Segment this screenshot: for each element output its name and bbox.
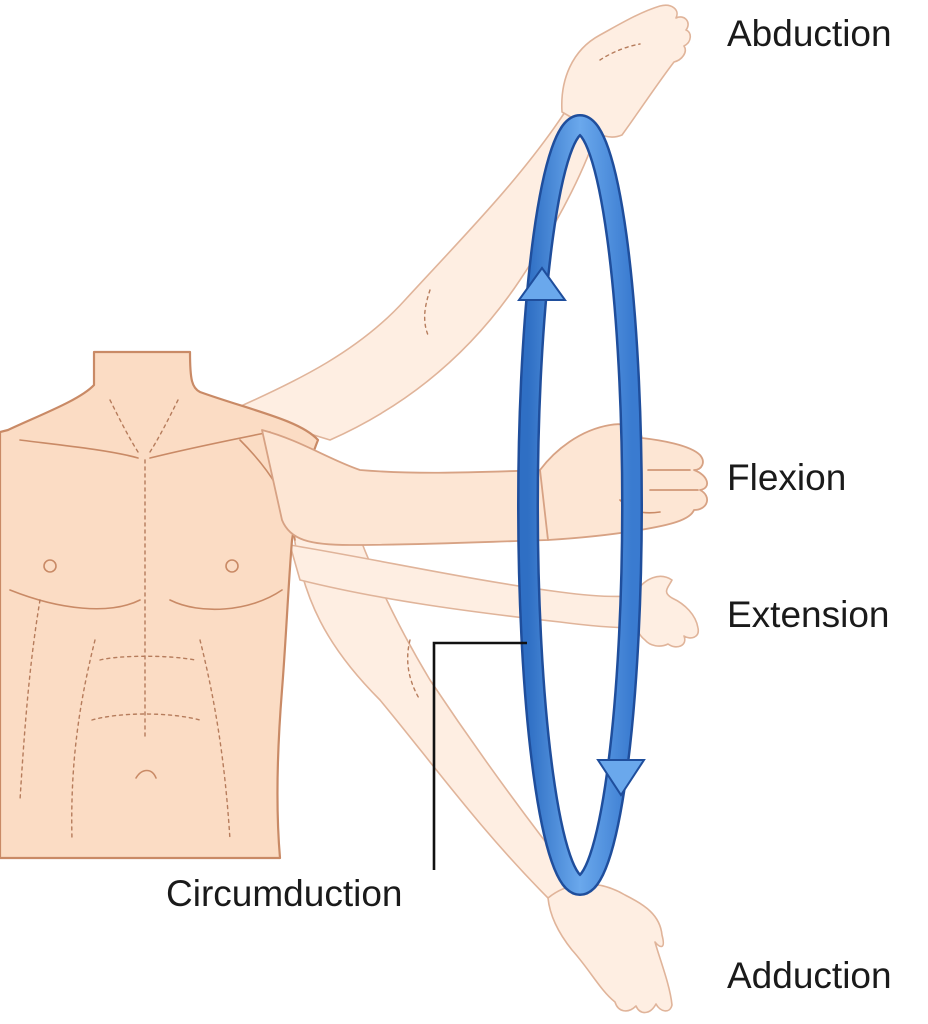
- label-abduction: Abduction: [727, 13, 892, 54]
- abducted-hand: [561, 4, 692, 138]
- circumduction-ring: [517, 114, 646, 896]
- down-arrow-icon: [596, 759, 646, 797]
- extended-hand: [635, 575, 700, 648]
- navel: [135, 769, 157, 779]
- up-arrow-icon: [517, 266, 567, 301]
- label-flexion: Flexion: [727, 457, 846, 498]
- label-extension: Extension: [727, 594, 890, 635]
- extended-arm: [289, 544, 700, 648]
- torso: [0, 350, 320, 860]
- label-circumduction: Circumduction: [166, 873, 402, 914]
- label-adduction: Adduction: [727, 955, 892, 996]
- left-nipple: [43, 559, 57, 573]
- adducted-hand: [547, 883, 673, 1014]
- circumduction-leader-line: [432, 641, 527, 870]
- right-nipple: [225, 559, 239, 573]
